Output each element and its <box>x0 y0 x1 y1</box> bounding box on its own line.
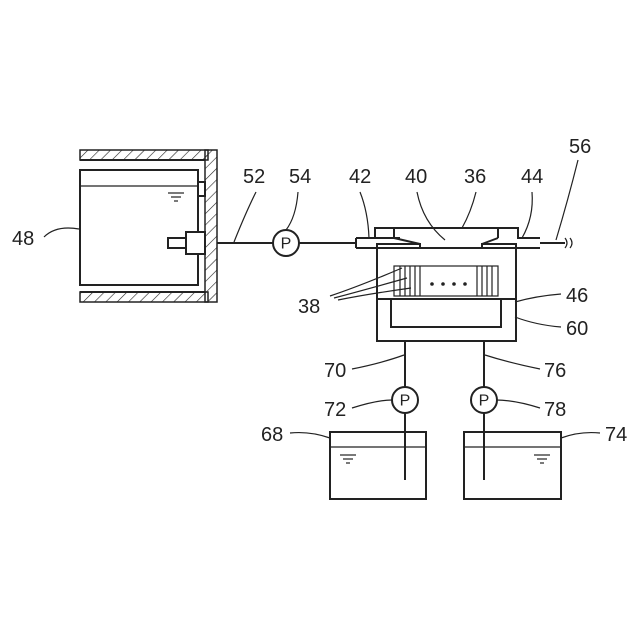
pump-72: P <box>392 387 418 413</box>
label-46: 46 <box>566 285 588 307</box>
outlet-fitting <box>186 232 205 254</box>
label-74: 74 <box>605 424 627 446</box>
svg-text:P: P <box>281 236 292 253</box>
label-42: 42 <box>349 166 371 188</box>
label-44: 44 <box>521 166 543 188</box>
pump-54: P <box>273 230 299 256</box>
pump-78: P <box>471 387 497 413</box>
right-wall <box>205 150 217 302</box>
svg-text:P: P <box>479 393 490 410</box>
outlet-stub <box>168 238 186 248</box>
label-78: 78 <box>544 399 566 421</box>
label-56: 56 <box>569 136 591 158</box>
valve-knob <box>198 182 205 196</box>
label-48: 48 <box>12 228 34 250</box>
apparatus-48 <box>80 150 217 302</box>
inner-tank <box>80 170 198 285</box>
label-68: 68 <box>261 424 283 446</box>
tank-74 <box>464 432 561 499</box>
label-72: 72 <box>324 399 346 421</box>
tank-68 <box>330 432 426 499</box>
label-54: 54 <box>289 166 311 188</box>
bottom-wall <box>80 292 208 302</box>
label-36: 36 <box>464 166 486 188</box>
svg-text:P: P <box>400 393 411 410</box>
label-52: 52 <box>243 166 265 188</box>
label-60: 60 <box>566 318 588 340</box>
chamber-46 <box>391 299 501 327</box>
label-70: 70 <box>324 360 346 382</box>
label-38: 38 <box>298 296 320 318</box>
label-76: 76 <box>544 360 566 382</box>
top-wall <box>80 150 208 160</box>
label-40: 40 <box>405 166 427 188</box>
